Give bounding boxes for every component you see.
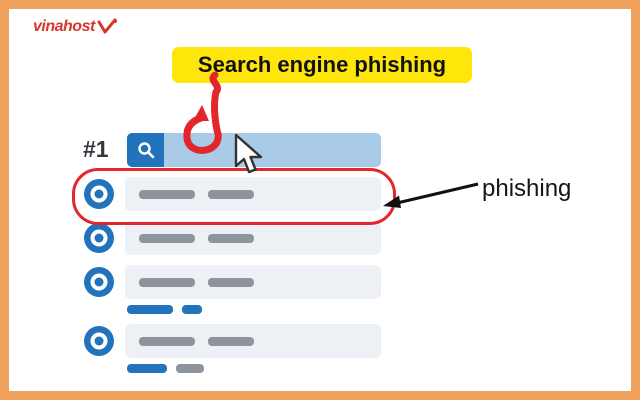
search-result-row[interactable]: [83, 221, 381, 255]
result-links-placeholder: [127, 305, 381, 314]
search-result-row[interactable]: [83, 265, 381, 299]
check-swoosh-icon: [97, 18, 117, 34]
search-result-row[interactable]: [83, 177, 381, 211]
search-results-list: [83, 177, 381, 383]
logo-text: vinahost: [33, 18, 95, 35]
result-block: [83, 265, 381, 314]
result-text-placeholder: [125, 265, 381, 299]
result-favicon-icon: [84, 326, 114, 356]
result-block: [83, 177, 381, 211]
result-favicon-icon: [84, 267, 114, 297]
result-favicon-icon: [84, 179, 114, 209]
result-block: [83, 221, 381, 255]
vinahost-logo: vinahost: [33, 18, 117, 36]
result-text-placeholder: [125, 324, 381, 358]
mouse-cursor-icon: [234, 133, 263, 174]
result-links-placeholder: [127, 364, 381, 373]
fish-hook-icon: [183, 71, 222, 154]
result-text-placeholder: [125, 221, 381, 255]
arrow-left-icon: [383, 182, 479, 208]
rank-label: #1: [83, 136, 109, 162]
result-text-placeholder: [125, 177, 381, 211]
search-result-row[interactable]: [83, 324, 381, 358]
phishing-label: phishing: [482, 175, 572, 202]
page-title: Search engine phishing: [172, 47, 472, 83]
search-icon: [137, 142, 154, 159]
search-button[interactable]: [127, 133, 164, 167]
result-favicon-icon: [84, 223, 114, 253]
result-block: [83, 324, 381, 373]
